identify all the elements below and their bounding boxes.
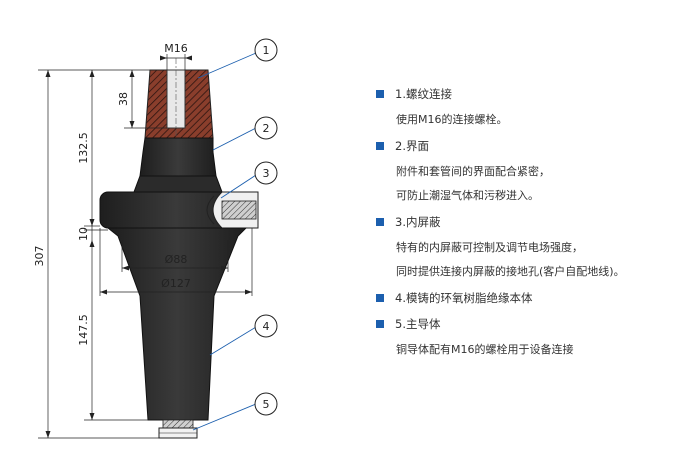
svg-text:3: 3 [263,167,270,180]
legend-item-conductor: 5.主导体 铜导体配有M16的螺栓用于设备连接 [376,314,676,362]
callout-4: 4 [254,314,278,338]
legend-item-interface: 2.界面 附件和套管间的界面配合紧密， 可防止潮湿气体和污秽进入。 [376,136,676,208]
svg-text:2: 2 [263,122,270,135]
main-conductor [162,419,194,429]
legend-title: 3.内屏蔽 [395,215,441,229]
dim-thread-depth: 38 [117,92,130,106]
dim-lower-height: 147.5 [77,314,90,346]
callout-3: 3 [254,161,278,185]
legend-desc: 可防止潮湿气体和污秽进入。 [396,189,539,202]
bullet-square-icon [376,294,384,302]
legend-title: 5.主导体 [395,317,441,331]
legend-title: 2.界面 [395,139,429,153]
legend-item-inner-shield: 3.内屏蔽 特有的内屏蔽可控制及调节电场强度， 同时提供连接内屏蔽的接地孔(客户… [376,212,676,284]
callout-1: 1 [254,38,278,62]
epoxy-insulation-body [106,227,248,421]
callout-2: 2 [254,116,278,140]
legend-desc: 附件和套管间的界面配合紧密， [396,165,550,178]
bullet-square-icon [376,320,384,328]
legend-desc: 特有的内屏蔽可控制及调节电场强度， [396,241,583,254]
callout-5: 5 [254,392,278,416]
dim-outer-dia: Ø127 [161,277,191,290]
svg-text:5: 5 [263,398,270,411]
legend-title: 4.模铸的环氧树脂绝缘本体 [395,291,533,305]
dim-flange: 10 [77,227,90,241]
legend-desc: 使用M16的连接螺栓。 [396,113,508,126]
legend-item-thread: 1.螺纹连接 使用M16的连接螺栓。 [376,84,676,132]
svg-text:4: 4 [263,320,270,333]
svg-text:1: 1 [263,44,270,57]
legend-desc: 铜导体配有M16的螺栓用于设备连接 [396,343,574,356]
dim-upper-height: 132.5 [77,132,90,164]
bullet-square-icon [376,142,384,150]
dim-inner-dia: Ø88 [165,253,188,266]
bullet-square-icon [376,90,384,98]
legend-desc: 同时提供连接内屏蔽的接地孔(客户自配地线)。 [396,265,625,278]
dim-total-height: 307 [33,246,46,267]
interface-neck [139,137,217,177]
bullet-square-icon [376,218,384,226]
legend-title: 1.螺纹连接 [395,87,452,101]
dim-thread: M16 [164,42,188,55]
legend: 1.螺纹连接 使用M16的连接螺栓。 2.界面 附件和套管间的界面配合紧密， 可… [376,84,676,366]
legend-item-epoxy-body: 4.模铸的环氧树脂绝缘本体 [376,288,676,308]
